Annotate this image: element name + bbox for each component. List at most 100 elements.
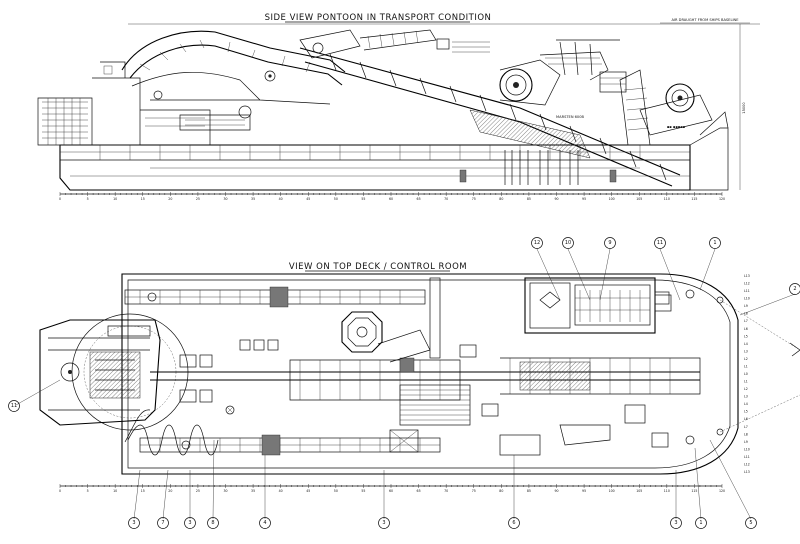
- side-scale-label: 120: [719, 197, 725, 201]
- frame-side-label: L8: [744, 312, 748, 316]
- right-winch: ▪▪ ▪▪▪▪▪: [619, 69, 713, 146]
- frame-side-labels: L13L12L11L10L9L8L7L6L5L4L3L2L1L0L1L2L3L4…: [744, 274, 750, 474]
- top-scale-label: 85: [527, 489, 531, 493]
- callout-11-left: 11: [8, 400, 20, 412]
- frame-side-label: L3: [744, 395, 748, 399]
- top-scale-label: 95: [582, 489, 586, 493]
- side-scale-label: 35: [251, 197, 255, 201]
- side-scale-label: 110: [664, 197, 670, 201]
- flexible-hose: [127, 424, 219, 456]
- top-scale-label: 35: [251, 489, 255, 493]
- mooring-line-top: [719, 299, 800, 351]
- side-scale-label: 65: [417, 197, 421, 201]
- control-house: [37, 61, 211, 146]
- frame-side-label: L2: [744, 387, 748, 391]
- svg-text:11: 11: [11, 403, 17, 409]
- deck-equipment: [179, 277, 724, 453]
- control-room: [524, 277, 670, 334]
- callout-1-top: 1: [709, 237, 721, 249]
- right-winch-label: ▪▪ ▪▪▪▪▪: [667, 125, 686, 129]
- frame-side-label: L8: [744, 432, 748, 436]
- side-scale-label: 45: [306, 197, 310, 201]
- side-scale-label: 115: [691, 197, 697, 201]
- svg-text:10: 10: [565, 240, 571, 246]
- callout-8: 8: [207, 517, 219, 529]
- side-scale-label: 85: [527, 197, 531, 201]
- height-dimension-label: 15000: [742, 102, 746, 114]
- side-scale-label: 25: [196, 197, 200, 201]
- side-scale-label: 100: [609, 197, 615, 201]
- callout-6: 6: [508, 517, 520, 529]
- ladder-plan: [150, 357, 701, 426]
- svg-text:8: 8: [211, 520, 214, 526]
- mooring-arrow-top: [789, 342, 800, 357]
- top-scale-label: 100: [609, 489, 615, 493]
- top-scale-label: 50: [334, 489, 338, 493]
- frame-side-label: L2: [744, 357, 748, 361]
- svg-text:6: 6: [512, 520, 515, 526]
- frame-side-label: L9: [744, 304, 748, 308]
- svg-text:12: 12: [534, 240, 540, 246]
- top-view-title: VIEW ON TOP DECK / CONTROL ROOM: [289, 262, 467, 272]
- callout-4: 4: [259, 517, 271, 529]
- callout-7: 7: [157, 517, 169, 529]
- curved-boom-arm: [121, 30, 346, 131]
- svg-text:3: 3: [188, 520, 191, 526]
- top-scale-label: 60: [389, 489, 393, 493]
- top-scale-label: 90: [554, 489, 558, 493]
- frame-side-label: L5: [744, 334, 748, 338]
- frame-side-label: L1: [744, 380, 748, 384]
- frame-side-label: L0: [744, 372, 748, 376]
- spud-posts: [459, 150, 617, 185]
- frame-side-label: L6: [744, 417, 748, 421]
- side-scale-label: 50: [334, 197, 338, 201]
- frame-side-label: L4: [744, 402, 748, 406]
- top-scale-label: 25: [196, 489, 200, 493]
- frame-side-label: L7: [744, 319, 748, 323]
- callout-9: 9: [604, 237, 616, 249]
- callout-3-a: 3: [128, 517, 140, 529]
- top-scale-label: 20: [168, 489, 172, 493]
- svg-text:9: 9: [608, 240, 611, 246]
- svg-text:1: 1: [713, 240, 716, 246]
- frame-side-label: L1: [744, 364, 748, 368]
- svg-text:3: 3: [132, 520, 135, 526]
- callout-3-d: 3: [670, 517, 682, 529]
- deck-inner-outline: [127, 279, 731, 469]
- frame-side-label: L12: [744, 462, 750, 466]
- side-scale-label: 105: [636, 197, 642, 201]
- side-scale-label: 70: [444, 197, 448, 201]
- callout-11-top: 11: [654, 237, 666, 249]
- side-scale-label: 5: [87, 197, 89, 201]
- top-scale-label: 75: [472, 489, 476, 493]
- frame-side-label: L10: [744, 297, 750, 301]
- svg-text:3: 3: [674, 520, 677, 526]
- callout-3-b: 3: [184, 517, 196, 529]
- top-scale-label: 80: [499, 489, 503, 493]
- frame-side-label: L11: [744, 289, 750, 293]
- frame-side-label: L6: [744, 327, 748, 331]
- side-view-title: SIDE VIEW PONTOON IN TRANSPORT CONDITION: [265, 13, 492, 23]
- side-scale-label: 30: [223, 197, 227, 201]
- octagon-winch: [341, 311, 431, 363]
- top-scale-label: 105: [636, 489, 642, 493]
- frame-side-label: L13: [744, 274, 750, 278]
- top-scale-label: 0: [59, 489, 61, 493]
- frame-side-label: L3: [744, 349, 748, 353]
- top-scale-label: 30: [223, 489, 227, 493]
- top-scale-label: 65: [417, 489, 421, 493]
- svg-text:7: 7: [161, 520, 164, 526]
- top-scale-label: 120: [719, 489, 725, 493]
- side-scale-label: 80: [499, 197, 503, 201]
- hull-name-label: MARSTEN 600B: [556, 115, 584, 119]
- frame-side-label: L7: [744, 425, 748, 429]
- top-scale-label: 10: [113, 489, 117, 493]
- side-scale-label: 90: [554, 197, 558, 201]
- frame-side-label: L13: [744, 470, 750, 474]
- side-scale-label: 10: [113, 197, 117, 201]
- winch-tower: [499, 39, 627, 106]
- svg-text:3: 3: [382, 520, 385, 526]
- top-scale-label: 40: [279, 489, 283, 493]
